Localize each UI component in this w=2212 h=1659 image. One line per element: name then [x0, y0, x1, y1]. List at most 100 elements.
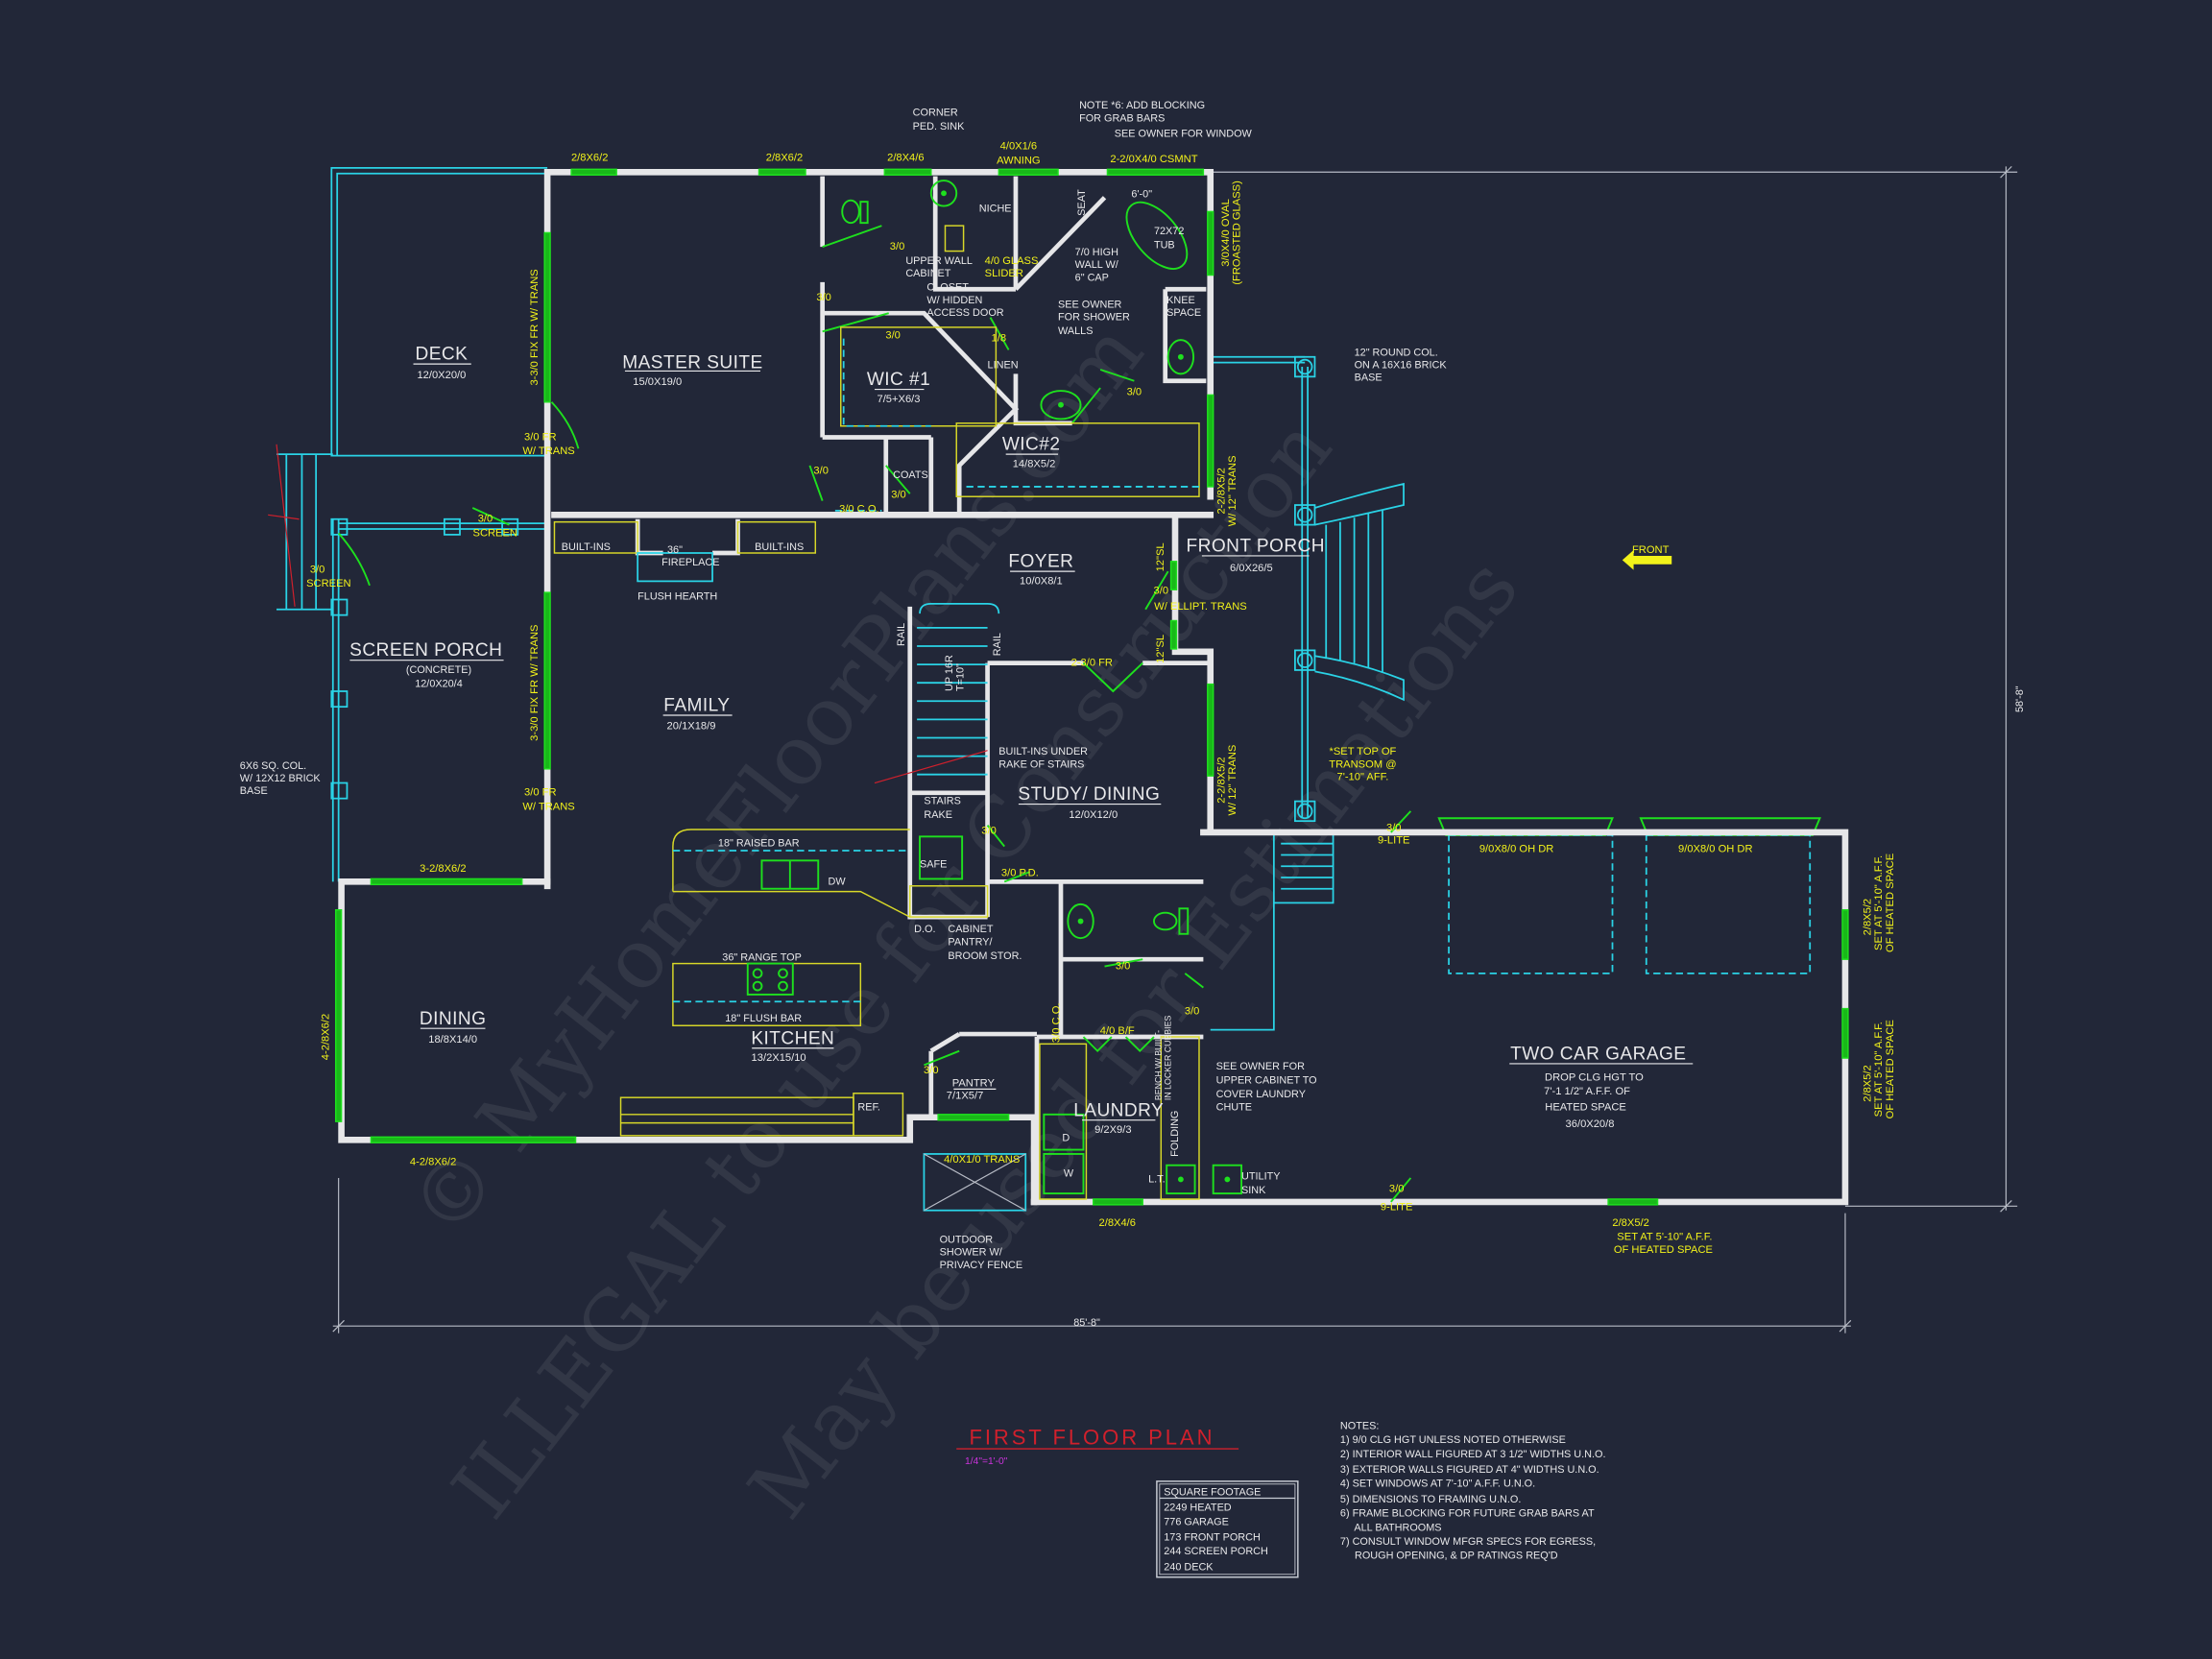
window-label: 12"SL: [1155, 635, 1166, 663]
annotation-line: RAKE OF STAIRS: [998, 758, 1084, 770]
builtins-label: BUILT-INS: [755, 541, 804, 553]
hearth-label: FLUSH HEARTH: [637, 590, 717, 602]
room-size-garage: 36/0X20/8: [1566, 1118, 1615, 1130]
utility-sink-icon: [1212, 1164, 1243, 1195]
sqft-row: 244 SCREEN PORCH: [1164, 1546, 1268, 1557]
window-label: SET AT 5'-10" A.F.F.: [1873, 1022, 1885, 1117]
door-label: 3/0: [1116, 960, 1131, 972]
ref-label: REF.: [857, 1101, 880, 1113]
drawing-title: FIRST FLOOR PLAN 1/4"=1'-0": [956, 1426, 1239, 1467]
stair-break-line: [268, 444, 300, 607]
annotation-line: BUILT-INS UNDER: [998, 746, 1088, 757]
front-arrow-icon: [1622, 550, 1672, 570]
toilet-icon: [1153, 907, 1190, 935]
annotation-line: CABINET: [905, 268, 950, 279]
annotation-line: PRIVACY FENCE: [940, 1260, 1023, 1271]
window-label: 2/8X6/2: [571, 153, 608, 164]
door-label: 3/0 P.D.: [1001, 867, 1039, 878]
door-label: 3/0: [890, 241, 905, 252]
annotation-line: 6X6 SQ. COL.: [240, 760, 306, 772]
garage-note-line: DROP CLG HGT TO: [1545, 1072, 1644, 1084]
annotation-line: STAIRS: [924, 796, 960, 807]
window-label: 4/0X1/6: [1000, 141, 1037, 153]
note-item: 2) INTERIOR WALL FIGURED AT 3 1/2" WIDTH…: [1340, 1449, 1606, 1460]
room-sub-screen-porch: (CONCRETE): [406, 664, 471, 676]
window-label: (FROASTED GLASS): [1232, 180, 1243, 285]
room-size-deck: 12/0X20/0: [417, 370, 466, 381]
door-label: 3/0 FR: [524, 787, 556, 799]
room-size-study-dining: 12/0X12/0: [1069, 809, 1118, 821]
annotation-line: W/ HIDDEN: [926, 295, 982, 306]
room-name-garage: TWO CAR GARAGE: [1510, 1045, 1686, 1065]
window-label: 2-2/8X5/2: [1215, 757, 1227, 803]
sqft-header: SQUARE FOOTAGE: [1164, 1487, 1261, 1499]
window-label: SET AT 5'-10" A.F.F.: [1873, 855, 1885, 950]
builtins-label: BUILT-INS: [562, 541, 611, 553]
coats-label: COATS: [893, 469, 928, 481]
door-label: W/ TRANS: [522, 801, 574, 812]
annotation-line: WALL W/: [1075, 259, 1119, 271]
room-name-family: FAMILY: [663, 696, 730, 716]
door-label: SCREEN: [473, 527, 518, 539]
door-label: 9-LITE: [1381, 1202, 1412, 1214]
tub-label: TUB: [1154, 240, 1175, 252]
door-label: 4/0 B/F: [1100, 1025, 1135, 1037]
sqft-row: 240 DECK: [1164, 1561, 1214, 1573]
tub-label: 72X72: [1154, 226, 1184, 237]
cabinets: [553, 225, 1200, 1200]
sink-icon: [1166, 339, 1195, 375]
opening-labels: 2/8X6/2 2/8X6/2 2/8X4/6 4/0X1/6 AWNING 2…: [306, 141, 1896, 1256]
round-column: [1294, 355, 1316, 823]
kitchen-sink-icon: [760, 859, 820, 890]
room-name-front-porch: FRONT PORCH: [1186, 537, 1325, 557]
room-name-screen-porch: SCREEN PORCH: [349, 640, 502, 661]
plan-scale: 1/4"=1'-0": [965, 1456, 1008, 1467]
room-name-pantry: PANTRY: [952, 1077, 996, 1089]
door-label: 3/0: [1127, 386, 1142, 397]
door-label: 3/0 C.O.: [839, 503, 879, 515]
garage-note-line: HEATED SPACE: [1545, 1101, 1626, 1113]
door-label: 3/0: [813, 466, 829, 477]
annotation-line: FOR GRAB BARS: [1079, 112, 1165, 124]
annotation-line: SEE OWNER: [1058, 299, 1122, 310]
room-size-master-suite: 15/0X19/0: [633, 376, 682, 388]
stair-break-line: [874, 750, 988, 784]
door-label: 3/0 C.O.: [1051, 1003, 1063, 1044]
annotation-line: KNEE: [1166, 295, 1195, 306]
room-size-laundry: 9/2X9/3: [1094, 1124, 1131, 1136]
door-label: 2-3/0 FR: [1071, 658, 1113, 669]
window-label: 3/0X4/0 OVAL: [1220, 199, 1232, 266]
annotation-line: CLOSET: [926, 282, 969, 294]
window-label: 2/8X5/2: [1612, 1217, 1648, 1229]
note-item: ALL BATHROOMS: [1340, 1522, 1442, 1533]
window-label: 2/8X4/6: [887, 153, 924, 164]
raised-bar-label: 18" RAISED BAR: [718, 838, 800, 850]
window-label: 12"SL: [1155, 542, 1166, 571]
tub-dimension: 6'-0": [1131, 189, 1152, 201]
room-size-family: 20/1X18/9: [667, 721, 716, 733]
window-label: 3-2/8X6/2: [420, 863, 466, 875]
range-label: 36" RANGE TOP: [722, 952, 802, 964]
annotation-line: COVER LAUNDRY: [1216, 1089, 1306, 1100]
room-size-pantry: 7/1X5/7: [947, 1091, 983, 1102]
window-label: AWNING: [997, 155, 1040, 166]
room-size-kitchen: 13/2X15/10: [752, 1052, 806, 1064]
annotation-line: SLIDER: [985, 268, 1023, 279]
bench-label: IN LOCKER CUBBIES: [1164, 1016, 1173, 1101]
stairs-label: T=10": [955, 663, 967, 691]
room-label-underlines: [349, 363, 1694, 1121]
washer-label: W: [1064, 1167, 1074, 1179]
porch-outlines: [276, 166, 1405, 1212]
annotation-line: SPACE: [1166, 307, 1201, 319]
overall-width-dimension: 85'-8": [1073, 1317, 1100, 1329]
window-label: 4-2/8X6/2: [410, 1157, 456, 1168]
annotation-line: 12" ROUND COL.: [1355, 347, 1438, 358]
windows: [334, 168, 1849, 1206]
room-labels: DECK 12/0X20/0 MASTER SUITE 15/0X19/0 WI…: [349, 345, 1686, 1136]
square-footage-table: SQUARE FOOTAGE 2249 HEATED 776 GARAGE 17…: [1156, 1480, 1299, 1578]
door-label: 3/0: [310, 565, 325, 576]
annotation-line: CABINET: [948, 924, 993, 935]
window-label: 2-2/8X5/2: [1215, 468, 1227, 514]
rail-label: RAIL: [896, 623, 907, 646]
annotation-line: W/ 12X12 BRICK: [240, 773, 322, 784]
